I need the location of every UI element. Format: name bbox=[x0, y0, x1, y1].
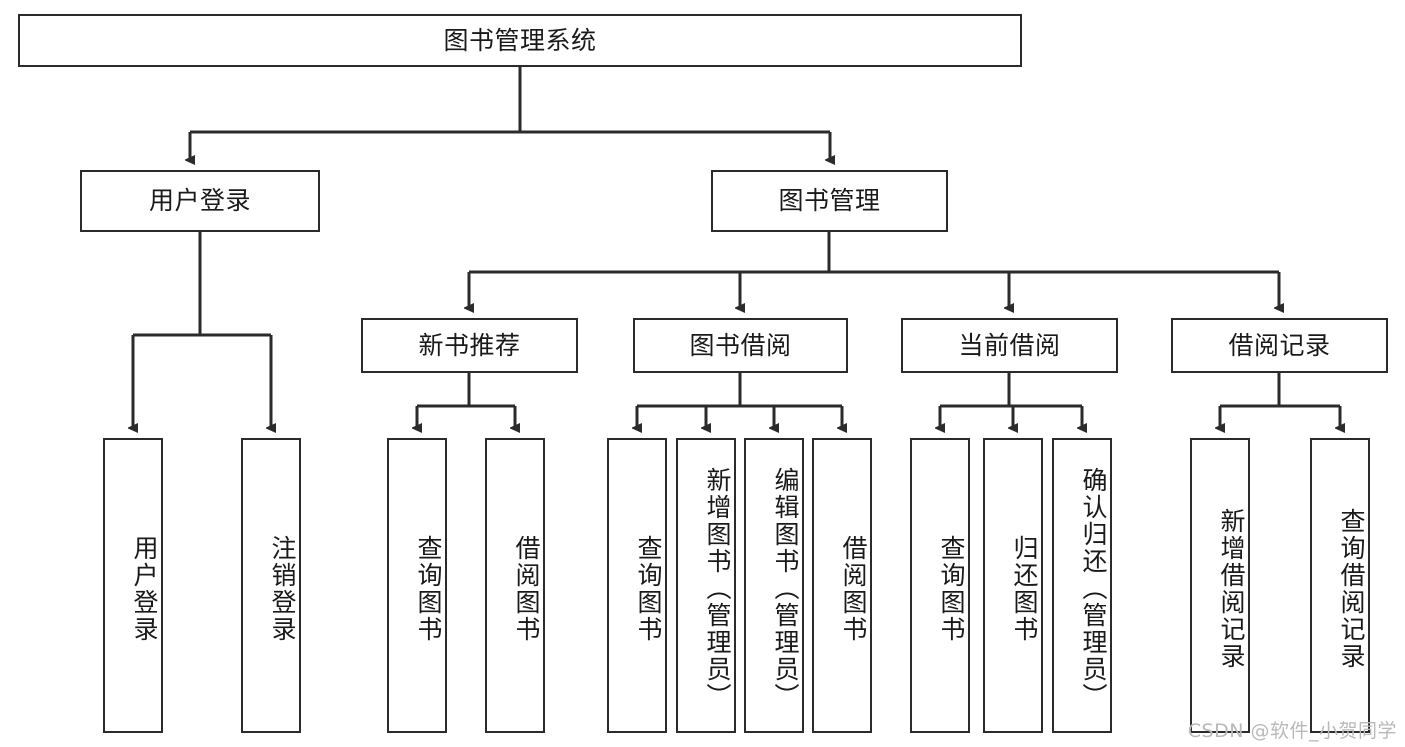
node-leaf-borrow-book-1[interactable]: 借阅图书 bbox=[485, 438, 545, 733]
node-current-borrow-label: 当前借阅 bbox=[958, 330, 1061, 360]
node-leaf-user-login[interactable]: 用户登录 bbox=[103, 438, 163, 733]
node-borrow-record[interactable]: 借阅记录 bbox=[1171, 318, 1388, 373]
node-leaf-confirm-return-admin[interactable]: 确认归还（管理员） bbox=[1052, 438, 1112, 733]
node-leaf-add-borrow-record-label: 新增借阅记录 bbox=[1217, 507, 1246, 670]
node-leaf-logout-login[interactable]: 注销登录 bbox=[241, 438, 301, 733]
node-leaf-borrow-book-2[interactable]: 借阅图书 bbox=[812, 438, 872, 733]
node-leaf-confirm-return-admin-label: 确认归还（管理员） bbox=[1079, 467, 1108, 710]
node-leaf-add-book-admin-label: 新增图书（管理员） bbox=[703, 467, 732, 710]
node-leaf-query-book-3[interactable]: 查询图书 bbox=[910, 438, 970, 733]
node-book-borrow[interactable]: 图书借阅 bbox=[633, 318, 848, 373]
node-root-label: 图书管理系统 bbox=[443, 25, 597, 55]
node-new-book-recommend-label: 新书推荐 bbox=[418, 330, 521, 360]
node-leaf-query-book-2-label: 查询图书 bbox=[634, 534, 663, 643]
node-leaf-query-borrow-record-label: 查询借阅记录 bbox=[1337, 507, 1366, 670]
node-leaf-return-book[interactable]: 归还图书 bbox=[983, 438, 1043, 733]
node-current-borrow[interactable]: 当前借阅 bbox=[901, 318, 1118, 373]
node-leaf-query-book-1[interactable]: 查询图书 bbox=[387, 438, 447, 733]
node-book-manage[interactable]: 图书管理 bbox=[711, 170, 948, 232]
node-leaf-user-login-label: 用户登录 bbox=[130, 534, 159, 643]
node-leaf-query-borrow-record[interactable]: 查询借阅记录 bbox=[1310, 438, 1370, 733]
node-user-login[interactable]: 用户登录 bbox=[80, 170, 320, 232]
node-leaf-query-book-2[interactable]: 查询图书 bbox=[607, 438, 667, 733]
node-leaf-borrow-book-2-label: 借阅图书 bbox=[839, 534, 868, 643]
node-leaf-edit-book-admin[interactable]: 编辑图书（管理员） bbox=[744, 438, 804, 733]
node-leaf-logout-login-label: 注销登录 bbox=[268, 534, 297, 643]
node-leaf-query-book-3-label: 查询图书 bbox=[937, 534, 966, 643]
node-root[interactable]: 图书管理系统 bbox=[18, 14, 1022, 67]
node-new-book-recommend[interactable]: 新书推荐 bbox=[361, 318, 578, 373]
csdn-watermark: CSDN @软件_小贺同学 bbox=[1187, 720, 1397, 742]
node-book-borrow-label: 图书借阅 bbox=[689, 330, 792, 360]
node-leaf-add-book-admin[interactable]: 新增图书（管理员） bbox=[676, 438, 736, 733]
node-borrow-record-label: 借阅记录 bbox=[1228, 330, 1331, 360]
node-user-login-label: 用户登录 bbox=[148, 186, 251, 216]
node-leaf-edit-book-admin-label: 编辑图书（管理员） bbox=[771, 467, 800, 710]
node-book-manage-label: 图书管理 bbox=[778, 186, 881, 216]
node-leaf-return-book-label: 归还图书 bbox=[1010, 534, 1039, 643]
node-leaf-borrow-book-1-label: 借阅图书 bbox=[512, 534, 541, 643]
node-leaf-query-book-1-label: 查询图书 bbox=[414, 534, 443, 643]
node-leaf-add-borrow-record[interactable]: 新增借阅记录 bbox=[1190, 438, 1250, 733]
